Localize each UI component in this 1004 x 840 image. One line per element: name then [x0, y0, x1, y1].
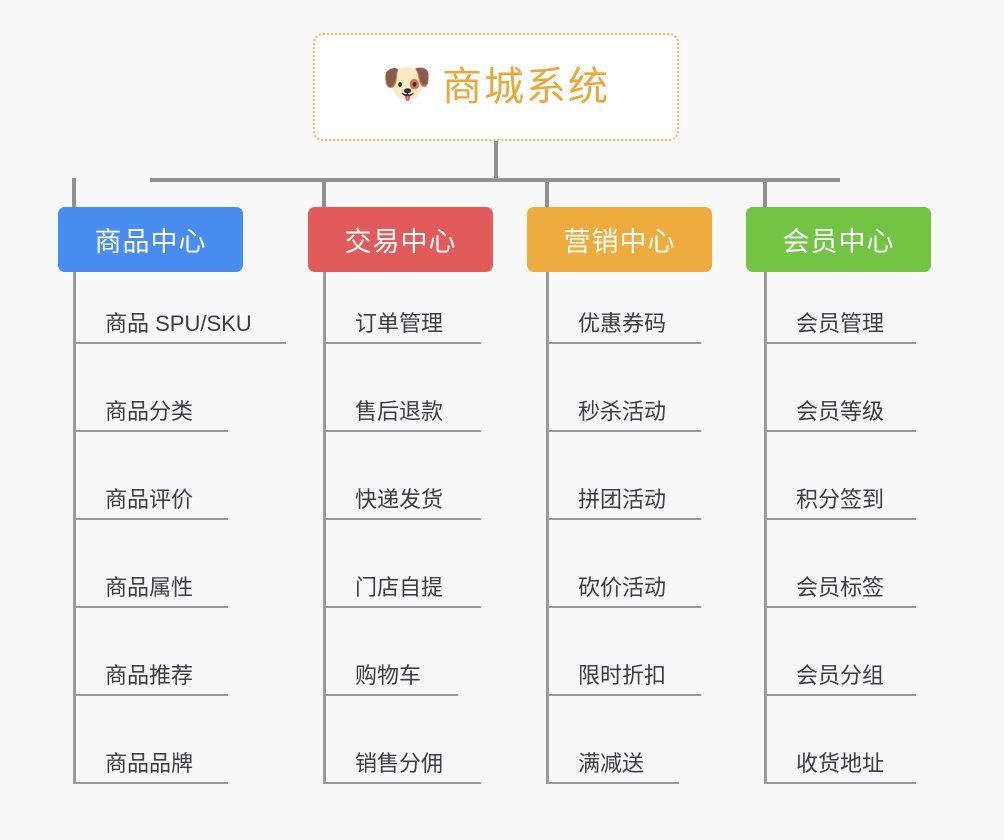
leaf-item[interactable]: 购物车	[323, 608, 458, 696]
leaf-item-label: 商品评价	[105, 486, 194, 512]
leaf-item-label: 商品品牌	[105, 750, 194, 776]
leaf-item[interactable]: 商品分类	[73, 344, 228, 432]
leaf-item-label: 门店自提	[355, 574, 444, 600]
leaf-spine	[764, 272, 767, 784]
leaf-item[interactable]: 秒杀活动	[546, 344, 701, 432]
leaf-item[interactable]: 会员分组	[764, 608, 916, 696]
leaf-item[interactable]: 满减送	[546, 696, 679, 784]
leaf-item[interactable]: 收货地址	[764, 696, 916, 784]
leaf-item-label: 商品分类	[105, 398, 194, 424]
leaf-item[interactable]: 积分签到	[764, 432, 916, 520]
leaf-item-label: 购物车	[355, 662, 422, 688]
leaf-item-label: 销售分佣	[355, 750, 444, 776]
leaf-spine	[546, 272, 549, 784]
category-label: 商品中心	[94, 227, 207, 257]
leaf-item-label: 会员等级	[796, 398, 885, 424]
connector-drop-marketing-center	[545, 178, 549, 208]
leaf-item-label: 收货地址	[796, 750, 885, 776]
category-label: 交易中心	[344, 227, 457, 257]
leaf-item[interactable]: 商品推荐	[73, 608, 228, 696]
leaf-item[interactable]: 限时折扣	[546, 608, 701, 696]
leaf-item[interactable]: 售后退款	[323, 344, 481, 432]
leaf-spine	[73, 272, 76, 784]
leaf-item[interactable]: 会员标签	[764, 520, 916, 608]
leaf-item[interactable]: 商品品牌	[73, 696, 228, 784]
connector-root-stem	[494, 141, 498, 180]
connector-horizontal-bus	[150, 178, 840, 182]
leaf-item-label: 会员标签	[796, 574, 885, 600]
root-node[interactable]: 🐶 商城系统	[313, 33, 679, 141]
category-box-trade-center[interactable]: 交易中心	[308, 207, 493, 272]
leaf-item[interactable]: 门店自提	[323, 520, 481, 608]
leaf-item-label: 商品属性	[105, 574, 194, 600]
category-label: 营销中心	[563, 227, 676, 257]
leaf-item[interactable]: 砍价活动	[546, 520, 701, 608]
leaf-item-label: 砍价活动	[578, 574, 667, 600]
category-box-member-center[interactable]: 会员中心	[746, 207, 931, 272]
category-box-product-center[interactable]: 商品中心	[58, 207, 243, 272]
leaf-item-label: 商品 SPU/SKU	[105, 310, 252, 336]
leaf-item[interactable]: 会员管理	[764, 256, 916, 344]
root-title: 商城系统	[442, 65, 610, 109]
leaf-item-label: 优惠券码	[578, 310, 667, 336]
leaf-item-label: 订单管理	[355, 310, 444, 336]
leaf-spine	[323, 272, 326, 784]
leaf-item-label: 会员分组	[796, 662, 885, 688]
category-label: 会员中心	[782, 227, 895, 257]
leaf-item[interactable]: 订单管理	[323, 256, 481, 344]
leaf-item[interactable]: 会员等级	[764, 344, 916, 432]
leaf-item-label: 秒杀活动	[578, 398, 667, 424]
leaf-item[interactable]: 商品 SPU/SKU	[73, 256, 286, 344]
leaf-item-label: 限时折扣	[578, 662, 667, 688]
leaf-item[interactable]: 快递发货	[323, 432, 481, 520]
leaf-item-label: 商品推荐	[105, 662, 194, 688]
connector-drop-member-center	[763, 178, 767, 208]
leaf-item-label: 会员管理	[796, 310, 885, 336]
leaf-item[interactable]: 商品属性	[73, 520, 228, 608]
leaf-item-label: 拼团活动	[578, 486, 667, 512]
leaf-item[interactable]: 拼团活动	[546, 432, 701, 520]
category-box-marketing-center[interactable]: 营销中心	[527, 207, 712, 272]
leaf-item-label: 售后退款	[355, 398, 444, 424]
leaf-item[interactable]: 销售分佣	[323, 696, 481, 784]
leaf-item[interactable]: 商品评价	[73, 432, 228, 520]
leaf-item-label: 快递发货	[355, 486, 444, 512]
connector-drop-trade-center	[322, 178, 326, 208]
shiba-dog-face-icon: 🐶	[382, 62, 432, 106]
leaf-item-label: 满减送	[578, 750, 645, 776]
leaf-item-label: 积分签到	[796, 486, 885, 512]
leaf-item[interactable]: 优惠券码	[546, 256, 701, 344]
connector-drop-product-center	[72, 178, 76, 208]
